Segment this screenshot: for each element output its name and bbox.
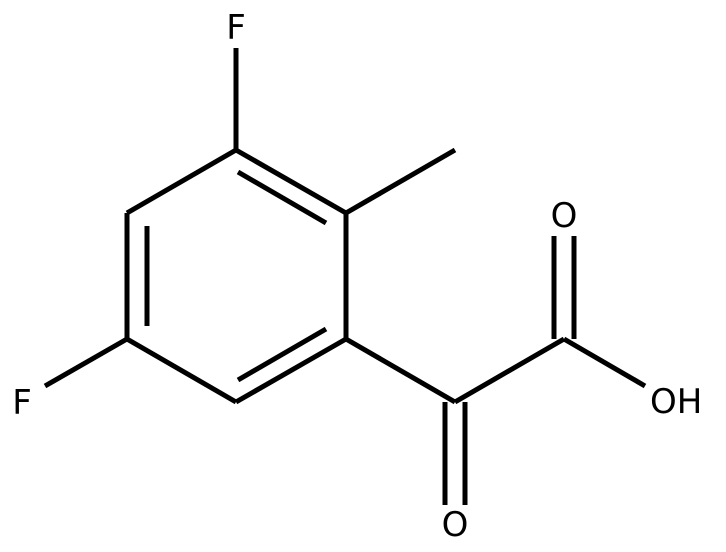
bond-methyl <box>344 147 457 216</box>
ring-bond-c1-c2 <box>234 147 348 216</box>
ring-bond-c6-c1 <box>125 147 238 216</box>
atom-label-f-left: F <box>12 383 32 423</box>
ring-double-inner-top <box>236 169 328 226</box>
bond-keto-to-carboxyl <box>453 336 566 405</box>
ring-bond-c3-c4 <box>234 336 348 405</box>
bond-fluorine-left <box>43 336 129 389</box>
benzene-ring <box>124 147 349 405</box>
atom-label-oh: OH <box>650 382 702 422</box>
ring-bond-c4-c5 <box>125 336 238 405</box>
ring-double-inner-bottom <box>236 326 328 383</box>
atom-label-o-keto: O <box>442 505 469 545</box>
atom-label-o-carboxyl: O <box>551 196 578 236</box>
bond-carboxyl-to-oh <box>562 336 647 389</box>
atom-label-f-top: F <box>226 8 246 48</box>
bond-ring-to-keto-carbon <box>344 336 457 405</box>
